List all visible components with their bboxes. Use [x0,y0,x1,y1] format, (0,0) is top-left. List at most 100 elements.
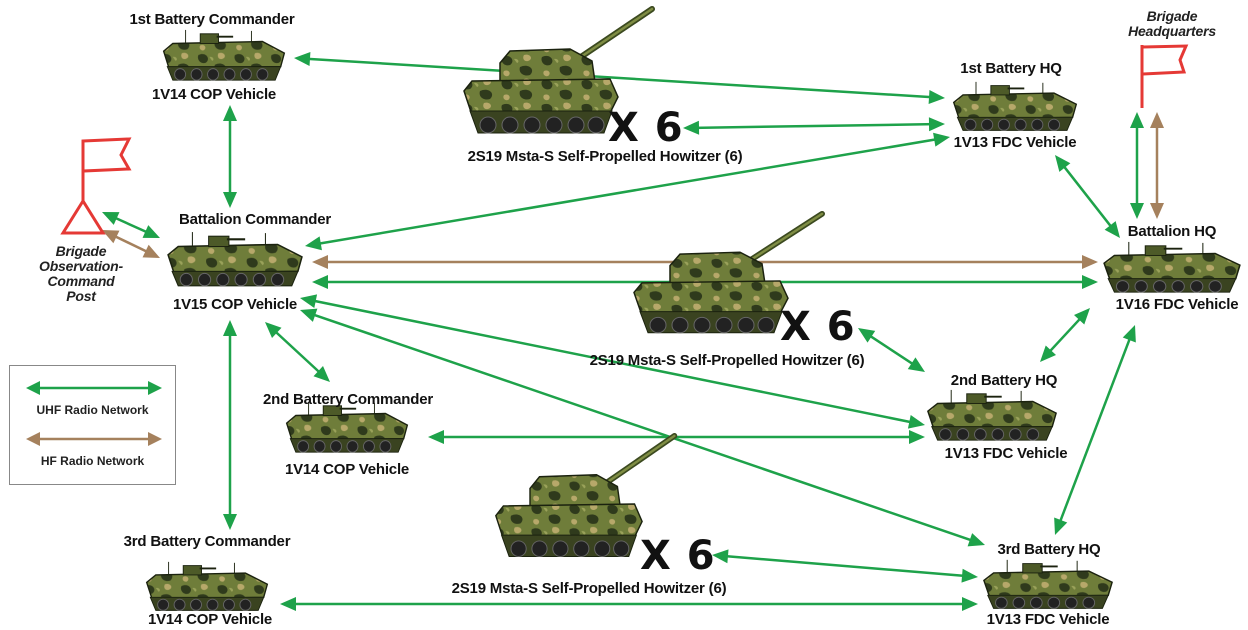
node-title: 1st Battery Commander [129,11,295,28]
node-subtitle: 1V14 COP Vehicle [151,86,277,103]
link-line [1061,163,1114,230]
arrow-head [142,225,160,238]
uhf-link-bat1_hq-bn_hq [1055,155,1120,238]
arrow-head [909,430,925,444]
link-line [316,137,939,246]
arrow-head [907,357,925,372]
uhf-link-bat1_cmd-bn_cmd [223,105,237,208]
uhf-link-bn_cmd-bat3_cmd [223,320,237,530]
node-subtitle: 1V16 FDC Vehicle [1115,296,1239,313]
uhf-link-gun3-bat3_hq [712,549,978,583]
node-subtitle: 1V14 COP Vehicle [147,611,273,628]
link-line [694,122,934,130]
arrow-head [305,236,322,251]
arrow-head [683,120,700,135]
hf-link-brigade_ocp-bn_cmd [102,230,160,258]
link-line [723,554,967,578]
link-line [310,312,975,543]
brigade-ocp-label: Brigade Observation-Command Post [39,243,123,304]
arrow-head [1040,345,1057,362]
uhf-link-bn_cmd-bat2_hq [300,294,925,429]
uhf-link-bn_cmd-bat3_hq [300,308,985,547]
node-title: 3rd Battery Commander [123,533,291,550]
arrow-head [223,514,237,530]
node-title: 2nd Battery Commander [262,391,434,408]
uhf-link-bat1_hq-bn_cmd [305,132,950,251]
arrow-head [858,328,876,343]
howitzer-count-label: X 6 [608,105,684,151]
link-line [112,215,150,235]
arrow-head [961,568,978,583]
legend-swatches [26,381,162,446]
howitzer-count-label: X 6 [780,304,856,350]
arrow-head [1055,155,1071,172]
brigade-hq-label: Brigade Headquarters [1128,8,1216,39]
arrow-head [312,255,328,269]
1v14-cop-vehicle-icon [160,28,288,86]
arrow-head [294,51,311,66]
uhf-legend-label: UHF Radio Network [36,403,149,417]
1v14-cop-vehicle-icon [283,400,411,458]
uhf-link-bat1_cmd-bat1_hq [294,51,945,105]
node-subtitle: 1V14 COP Vehicle [284,461,410,478]
arrow-head [967,533,985,547]
arrow-head [300,294,318,309]
arrow-head [1130,203,1144,219]
link-line [112,234,150,254]
arrow-head [1122,325,1136,343]
link-line [311,299,914,424]
arrow-head [933,132,950,147]
arrow-head [1150,112,1164,128]
arrow-head [928,117,945,132]
arrow-head [907,414,925,429]
uhf-link-bat2_hq-bn_hq [1040,308,1090,362]
node-title: Battalion HQ [1127,223,1217,240]
arrow-head [223,192,237,208]
howitzer-count-label: X 6 [640,533,716,579]
link-line [1047,315,1083,355]
uhf-link-gun1-bat1_hq [683,117,945,135]
arrow-head [265,322,282,338]
arrow-head [1054,517,1068,535]
arrow-head [102,230,120,244]
node-subtitle: 1V13 FDC Vehicle [953,134,1077,151]
howitzer-label: 2S19 Msta-S Self-Propelled Howitzer (6) [467,148,743,165]
arrow-head [962,597,978,611]
node-title: 3rd Battery HQ [997,541,1101,558]
arrow-head [1130,112,1144,128]
node-title: 2nd Battery HQ [950,372,1058,389]
hf-legend-label: HF Radio Network [40,454,145,468]
arrow-head [712,549,729,564]
arrow-head [312,275,328,289]
link-line [305,57,934,99]
arrow-head [1082,255,1098,269]
1v14-cop-vehicle-icon [143,560,271,616]
arrow-head [428,430,444,444]
arrow-head [313,366,330,382]
node-title: Battalion Commander [178,211,332,228]
arrow-head [1073,308,1090,325]
arrow-head [1082,275,1098,289]
1v13-fdc-vehicle-icon [924,388,1060,446]
howitzer-label: 2S19 Msta-S Self-Propelled Howitzer (6) [589,352,865,369]
uhf-link-gun2-bat2_hq [858,328,925,372]
uhf-link-bat3_hq-bn_hq [1054,325,1136,535]
link-line [272,329,323,375]
howitzer-label: 2S19 Msta-S Self-Propelled Howitzer (6) [451,580,727,597]
uhf-link-bat3_cmd-bat3_hq [280,597,978,611]
1v13-fdc-vehicle-icon [950,80,1080,136]
arrow-head [280,597,296,611]
1v15-cop-vehicle-icon [164,230,306,292]
arrow-head [223,320,237,336]
uhf-legend-arrow [26,381,162,395]
brigade-ocp-flag-icon [60,137,132,235]
arrow-head [300,308,318,322]
hf-legend-arrow [26,432,162,446]
brigade-hq-flag-icon [1140,44,1189,108]
node-subtitle: 1V13 FDC Vehicle [986,611,1110,628]
legend: UHF Radio Network HF Radio Network [9,365,176,485]
hf-link-brigade_hq-bn_hq [1150,112,1164,219]
uhf-link-brigade_ocp-bn_cmd [102,212,160,238]
1v16-fdc-vehicle-icon [1100,240,1244,298]
